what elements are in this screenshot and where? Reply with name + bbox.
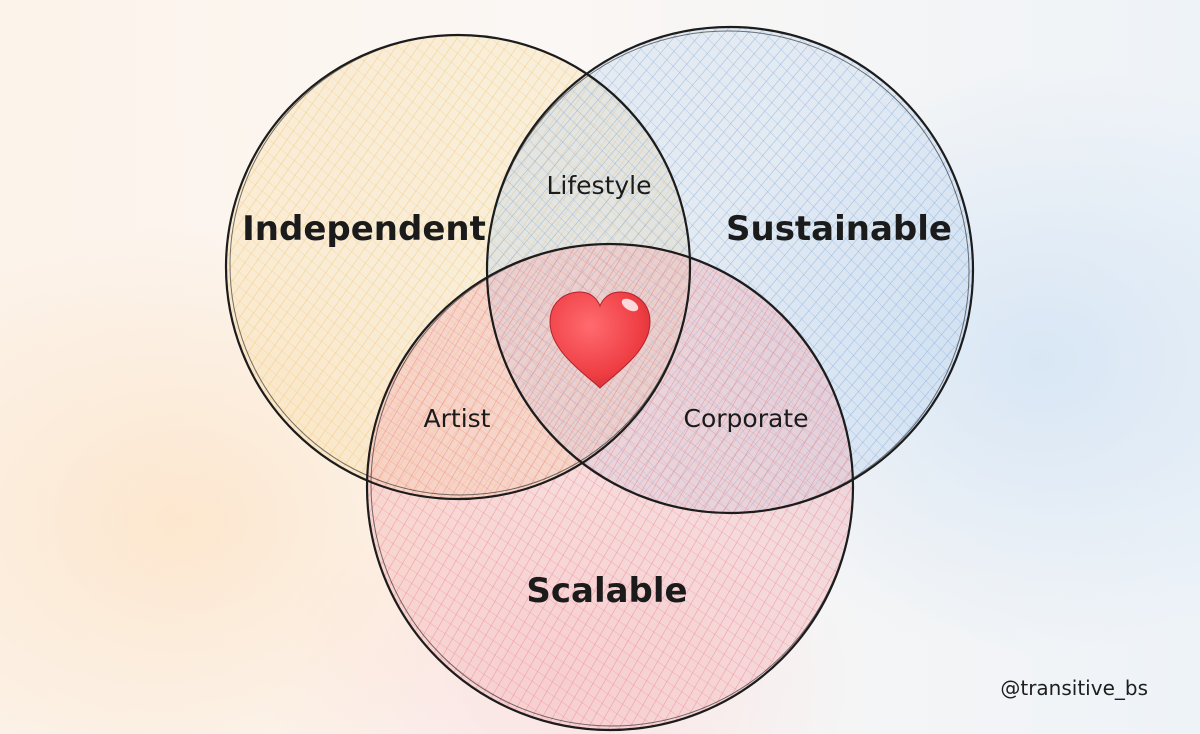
heart-icon: [549, 291, 651, 389]
label-corporate: Corporate: [684, 404, 809, 433]
label-independent: Independent: [242, 209, 486, 249]
author-handle: @transitive_bs: [1000, 676, 1148, 700]
label-lifestyle: Lifestyle: [546, 171, 651, 200]
label-artist: Artist: [424, 404, 491, 433]
label-scalable: Scalable: [526, 571, 687, 611]
circle-outlines: [224, 25, 975, 732]
circle-scalable: [367, 244, 853, 730]
label-sustainable: Sustainable: [726, 209, 952, 249]
